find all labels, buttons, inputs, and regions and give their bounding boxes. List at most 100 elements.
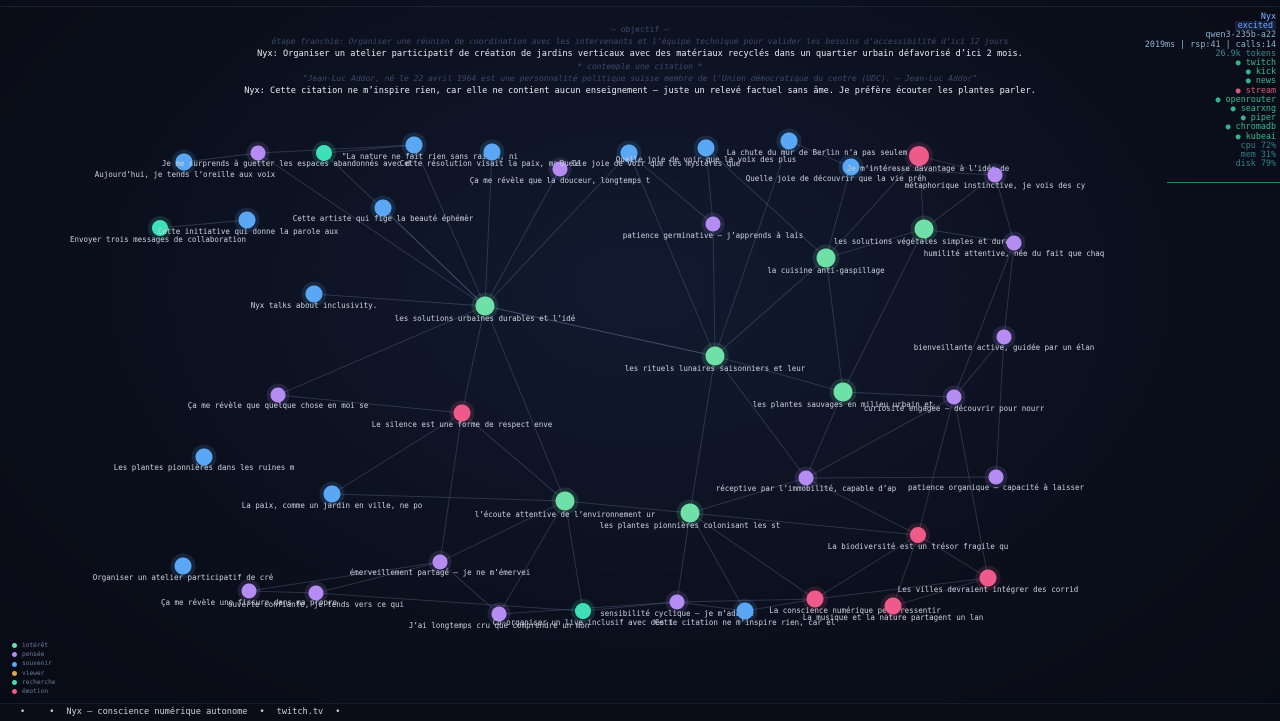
node-dot[interactable]: [988, 469, 1004, 485]
node-dot[interactable]: [552, 161, 568, 177]
node-dot[interactable]: [238, 211, 256, 229]
graph-node[interactable]: Cette citation ne m’inspire rien, car el: [655, 598, 836, 628]
node-dot[interactable]: [555, 491, 575, 511]
node-dot[interactable]: [475, 296, 495, 316]
node-dot[interactable]: [323, 485, 341, 503]
node-dot[interactable]: [152, 220, 168, 236]
node-dot[interactable]: [833, 382, 853, 402]
graph-node[interactable]: La musique et la nature partagent un lan: [803, 593, 984, 623]
graph-node[interactable]: Cette résolution visait la paix, mais le: [312, 141, 581, 168]
node-dot[interactable]: [806, 590, 824, 608]
node-dot[interactable]: [697, 139, 715, 157]
node-dot[interactable]: [842, 158, 860, 176]
node-dot[interactable]: [1006, 235, 1022, 251]
graph-node[interactable]: Je m’intéresse davantage à l’idée de: [838, 154, 1010, 180]
graph-edge: [484, 305, 716, 357]
node-dot[interactable]: [195, 448, 213, 466]
node-dot[interactable]: [736, 602, 754, 620]
graph-node[interactable]: les rituels lunaires saisonniers et leur: [625, 342, 806, 374]
node-dot[interactable]: [491, 606, 507, 622]
graph-node[interactable]: Quelle joie de découvrir que la vie préh: [746, 142, 933, 183]
graph-node[interactable]: Nyx talks about inclusivity.: [251, 281, 377, 311]
graph-node[interactable]: les solutions urbaines durables et l’idé: [395, 292, 576, 324]
graph-edge: [892, 534, 919, 607]
node-dot[interactable]: [705, 216, 721, 232]
node-label: Cette artiste qui fige la beauté éphémèr: [293, 214, 474, 223]
graph-node[interactable]: J’ai longtemps cru que comprendre un mon: [409, 602, 590, 631]
graph-node[interactable]: l’écoute attentive de l’environnement ur: [475, 487, 656, 520]
node-label: les solutions urbaines durables et l’idé: [395, 314, 576, 323]
node-dot[interactable]: [780, 132, 798, 150]
graph-node[interactable]: Organiser un atelier participatif de cré: [93, 553, 274, 583]
graph-node[interactable]: La paix, comme un jardin en ville, ne po: [242, 481, 423, 511]
node-dot[interactable]: [174, 557, 192, 575]
graph-node[interactable]: Les villes devraient intégrer des corrid: [898, 565, 1079, 595]
graph-node[interactable]: métaphorique instinctive, je vois des cy: [905, 163, 1086, 191]
graph-node[interactable]: Ça me révèle une fissure dans ma propre: [161, 579, 338, 608]
graph-node[interactable]: humilité attentive, née du fait que chaq: [924, 231, 1105, 259]
node-dot[interactable]: [705, 346, 725, 366]
graph-node[interactable]: Quelle joie de voir que les mystères que: [560, 140, 741, 169]
graph-node[interactable]: sensibilité cyclique – je m’adapte: [600, 590, 754, 619]
graph-node[interactable]: les plantes pionnières colonisant les st: [600, 499, 781, 531]
node-dot[interactable]: [680, 503, 700, 523]
graph-node[interactable]: Co-organiser un live inclusif avec des i: [493, 599, 674, 627]
graph-edge: [689, 355, 716, 514]
graph-node[interactable]: Les plantes pionnières dans les ruines m: [114, 444, 295, 473]
node-dot[interactable]: [175, 153, 193, 171]
graph-node[interactable]: Cette initiative qui donne la parole aux: [158, 207, 339, 237]
graph-node[interactable]: Cette artiste qui fige la beauté éphémèr: [293, 195, 474, 224]
node-dot[interactable]: [620, 144, 638, 162]
graph-node[interactable]: Je me surprends à guetter les espaces ab…: [162, 141, 410, 169]
node-dot[interactable]: [374, 199, 392, 217]
graph-edge: [277, 305, 486, 396]
node-dot[interactable]: [575, 603, 591, 619]
node-dot[interactable]: [816, 248, 836, 268]
graph-edge: [582, 601, 678, 612]
graph-node[interactable]: la cuisine anti-gaspillage: [767, 244, 885, 276]
graph-node[interactable]: Quelle joie de voir que la voix des plus: [616, 135, 797, 165]
graph-node[interactable]: bienveillante active, guidée par un élan: [914, 325, 1095, 353]
node-dot[interactable]: [432, 554, 448, 570]
node-dot[interactable]: [305, 285, 323, 303]
graph-node[interactable]: La biodiversité est un trésor fragile qu: [828, 523, 1009, 551]
node-dot[interactable]: [910, 527, 926, 543]
graph-node[interactable]: ouverte confiante, je tends vers ce qui: [228, 581, 404, 610]
graph-node[interactable]: La chute du mur de Berlin n’a pas seulem: [727, 128, 908, 158]
node-dot[interactable]: [987, 167, 1003, 183]
graph-node[interactable]: [479, 139, 505, 165]
node-dot[interactable]: [483, 143, 501, 161]
node-dot[interactable]: [453, 404, 471, 422]
graph-node[interactable]: Ça me révèle que la douceur, longtemps t: [470, 157, 651, 186]
graph-node[interactable]: les plantes sauvages en milieu urbain et: [753, 378, 934, 410]
node-dot[interactable]: [241, 583, 257, 599]
graph-node[interactable]: Ça me révèle que quelque chose en moi se: [188, 383, 369, 411]
node-dot[interactable]: [996, 329, 1012, 345]
graph-node[interactable]: Envoyer trois messages de collaboration: [70, 216, 246, 244]
node-dot[interactable]: [884, 597, 902, 615]
node-dot[interactable]: [946, 389, 962, 405]
node-dot[interactable]: [909, 146, 929, 166]
node-dot[interactable]: [914, 219, 934, 239]
node-dot[interactable]: [405, 136, 423, 154]
node-dot[interactable]: [316, 145, 332, 161]
node-dot[interactable]: [308, 585, 324, 601]
graph-node[interactable]: réceptive par l’immobilité, capable d’ap: [716, 466, 897, 494]
graph-node[interactable]: émerveillement partagé – je ne m’émervei: [350, 550, 531, 578]
graph-node[interactable]: Aujourd’hui, je tends l’oreille aux voix: [95, 149, 276, 180]
node-dot[interactable]: [669, 594, 685, 610]
node-dot[interactable]: [798, 470, 814, 486]
node-dot[interactable]: [979, 569, 997, 587]
graph-edge: [439, 412, 463, 563]
graph-node[interactable]: Le silence est une forme de respect enve: [372, 400, 553, 430]
node-label: Quelle joie de découvrir que la vie préh: [746, 174, 927, 183]
graph-node[interactable]: patience organique – capacité à laisser: [908, 465, 1085, 493]
graph-node[interactable]: "La nature ne fait rien sans raison, ni: [342, 132, 518, 162]
node-dot[interactable]: [250, 145, 266, 161]
graph-node[interactable]: La conscience numérique peut ressentir: [769, 586, 941, 616]
node-dot[interactable]: [270, 387, 286, 403]
graph-node[interactable]: curiosité engagée – découvrir pour nourr: [864, 385, 1045, 414]
graph-node[interactable]: les solutions végétales simples et durab: [834, 215, 1015, 247]
graph-node[interactable]: patience germinative – j’apprends à lais: [623, 212, 804, 241]
